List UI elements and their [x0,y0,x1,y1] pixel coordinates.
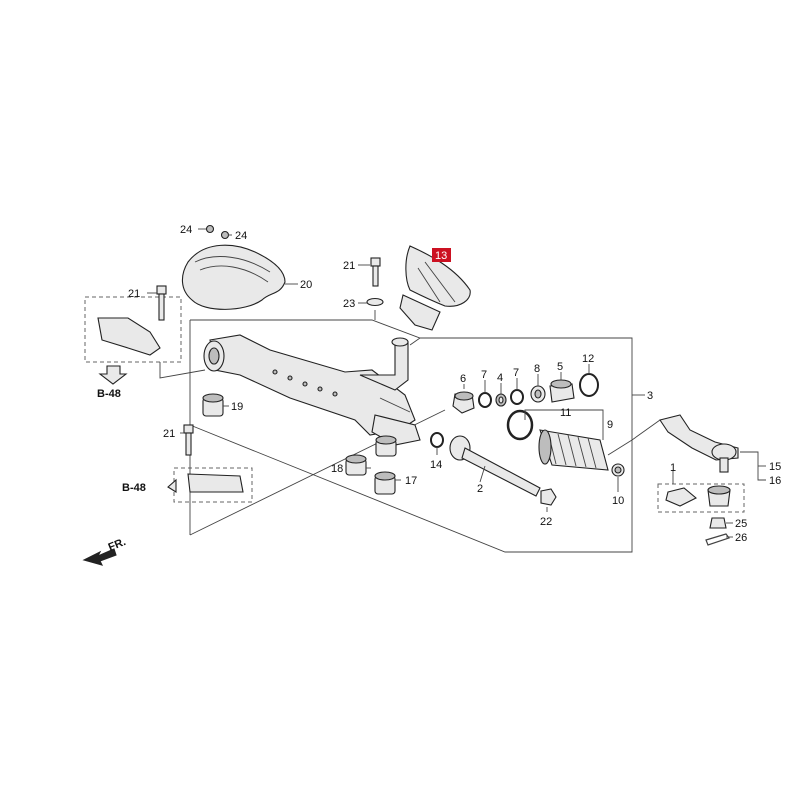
leader-lines [147,228,766,538]
dashed-box-part-1 [657,483,745,513]
bracket-upper-left [97,285,167,356]
front-direction-arrow [82,548,117,566]
ref-b48-bottom: B-48 [122,482,146,494]
bushing-19 [202,393,224,417]
washer-8-hole [534,389,542,399]
clamp-10 [611,463,625,477]
callout-19: 19 [231,401,243,413]
callout-21a: 21 [343,260,355,272]
bushing-17 [374,471,396,495]
nut-25 [709,517,727,529]
bushing-18 [345,454,367,476]
callout-18: 18 [331,463,343,475]
callout-22: 22 [540,516,552,528]
callout-2: 2 [477,483,483,495]
callout-1: 1 [670,462,676,474]
guide-5 [549,379,575,403]
nut-22 [540,488,557,506]
callout-7a: 7 [481,369,487,381]
heat-shield [181,244,286,310]
callout-23: 23 [343,298,355,310]
spring-4 [495,393,507,407]
washer-23 [366,297,384,307]
ref-arrow-top [98,365,128,385]
callout-labels: 24 24 20 21 23 21 21 19 18 17 14 2 22 6 … [128,224,781,544]
callout-14: 14 [430,459,442,471]
heat-shield-rib [194,256,271,273]
boot-13 [399,245,471,331]
cotter-pin-26 [705,533,730,546]
callout-11: 11 [560,407,571,419]
callout-5: 5 [557,361,563,373]
callout-16: 16 [769,475,781,487]
o-ring-7a [478,392,492,408]
ring-14 [430,432,444,448]
callout-25: 25 [735,518,747,530]
bushing-rack [375,435,397,457]
callout-21c: 21 [163,428,175,440]
o-ring-7b [510,389,524,405]
callout-24b: 24 [235,230,247,242]
bolt-21-lower [183,424,194,456]
ref-arrow-bottom [167,473,244,493]
band-11 [506,409,534,441]
callout-13-highlighted: 13 [432,248,451,262]
callout-6: 6 [460,373,466,385]
plug-6 [452,391,475,414]
boot-1 [665,487,697,507]
bellows-boot-9 [538,429,609,471]
tie-rod-end [659,414,739,473]
steering-rack-body [203,334,421,446]
callout-7b: 7 [513,367,519,379]
clip-upper [205,224,215,234]
dust-cover [707,485,731,507]
assembly-outline [189,319,633,553]
dashed-box-top-bracket [84,296,182,363]
callout-26: 26 [735,532,747,544]
clip-lower [220,230,230,240]
ring-12 [579,373,599,397]
callout-17: 17 [405,475,417,487]
ref-b48-top: B-48 [97,388,121,400]
callout-10: 10 [612,495,624,507]
callout-15: 15 [769,461,781,473]
front-direction-label: FR. [107,536,128,554]
dashed-box-bottom-bracket [173,467,253,503]
bolt-21-center [370,257,381,287]
callout-4: 4 [497,372,503,384]
callout-20: 20 [300,279,312,291]
callout-21b: 21 [128,288,140,300]
callout-13: 13 [435,250,447,262]
callout-12: 12 [582,353,594,365]
heat-shield-rib2 [199,265,269,283]
callout-3: 3 [647,390,653,402]
tie-rod-2 [449,435,541,497]
callout-9: 9 [607,419,613,431]
callout-24a: 24 [180,224,192,236]
callout-8: 8 [534,363,540,375]
